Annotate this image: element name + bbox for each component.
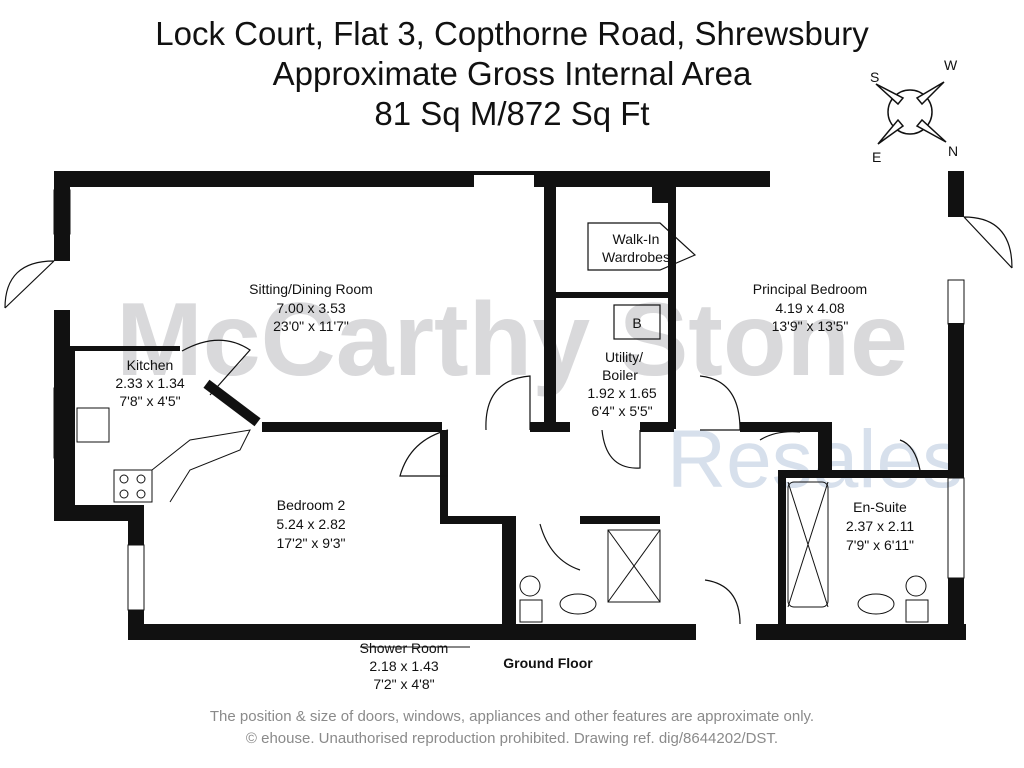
fixtures [76, 407, 929, 623]
compass-s: S [870, 69, 879, 85]
room-metric-sitting: 7.00 x 3.53 [276, 300, 345, 316]
doors [4, 216, 1013, 625]
area-value: 81 Sq M/872 Sq Ft [374, 95, 650, 132]
room-imperial-utility: 6'4" x 5'5" [591, 403, 652, 419]
room-name-principal: Principal Bedroom [753, 281, 867, 297]
room-imperial-bedroom2: 17'2" x 9'3" [277, 535, 346, 551]
room-name-kitchen: Kitchen [127, 357, 174, 373]
room-imperial-principal: 13'9" x 13'5" [772, 318, 849, 334]
compass-e: E [872, 149, 881, 165]
room-metric-ensuite: 2.37 x 2.11 [846, 518, 914, 534]
room-name-wardrobe-1: Walk-In [613, 231, 660, 247]
room-name-ensuite: En-Suite [853, 499, 907, 515]
copyright: © ehouse. Unauthorised reproduction proh… [245, 730, 779, 747]
room-name-sitting: Sitting/Dining Room [249, 281, 373, 297]
exterior-walls [54, 171, 966, 640]
compass-n: N [948, 143, 958, 159]
sink-icon [76, 407, 110, 443]
watermark-brand: McCarthy Stone [116, 282, 908, 398]
boiler-mark: B [632, 315, 641, 331]
room-name-wardrobe-2: Wardrobes [602, 249, 670, 265]
shower-tray-icon [607, 529, 661, 603]
room-name-utility-1: Utility/ [605, 349, 643, 365]
room-name-shower: Shower Room [360, 640, 449, 656]
plan-title: Lock Court, Flat 3, Copthorne Road, Shre… [155, 15, 869, 52]
room-imperial-sitting: 23'0" x 11'7" [273, 318, 349, 334]
basin-icon [559, 593, 597, 615]
interior-walls [70, 187, 948, 628]
bath-icon [787, 481, 829, 608]
floor-label: Ground Floor [503, 655, 593, 671]
room-metric-shower: 2.18 x 1.43 [369, 658, 438, 674]
disclaimer: The position & size of doors, windows, a… [209, 708, 815, 725]
hob-icon [113, 469, 153, 503]
compass-icon [875, 81, 947, 145]
area-heading: Approximate Gross Internal Area [272, 55, 752, 92]
toilet-icon [519, 575, 541, 597]
room-metric-principal: 4.19 x 4.08 [775, 300, 844, 316]
room-name-utility-2: Boiler [602, 367, 638, 383]
room-name-bedroom2: Bedroom 2 [277, 497, 346, 513]
room-metric-kitchen: 2.33 x 1.34 [115, 375, 184, 391]
room-imperial-shower: 7'2" x 4'8" [373, 676, 434, 692]
room-metric-utility: 1.92 x 1.65 [587, 385, 656, 401]
room-imperial-ensuite: 7'9" x 6'11" [846, 537, 914, 553]
compass-w: W [944, 57, 958, 73]
room-metric-bedroom2: 5.24 x 2.82 [276, 516, 345, 532]
room-imperial-kitchen: 7'8" x 4'5" [119, 393, 180, 409]
